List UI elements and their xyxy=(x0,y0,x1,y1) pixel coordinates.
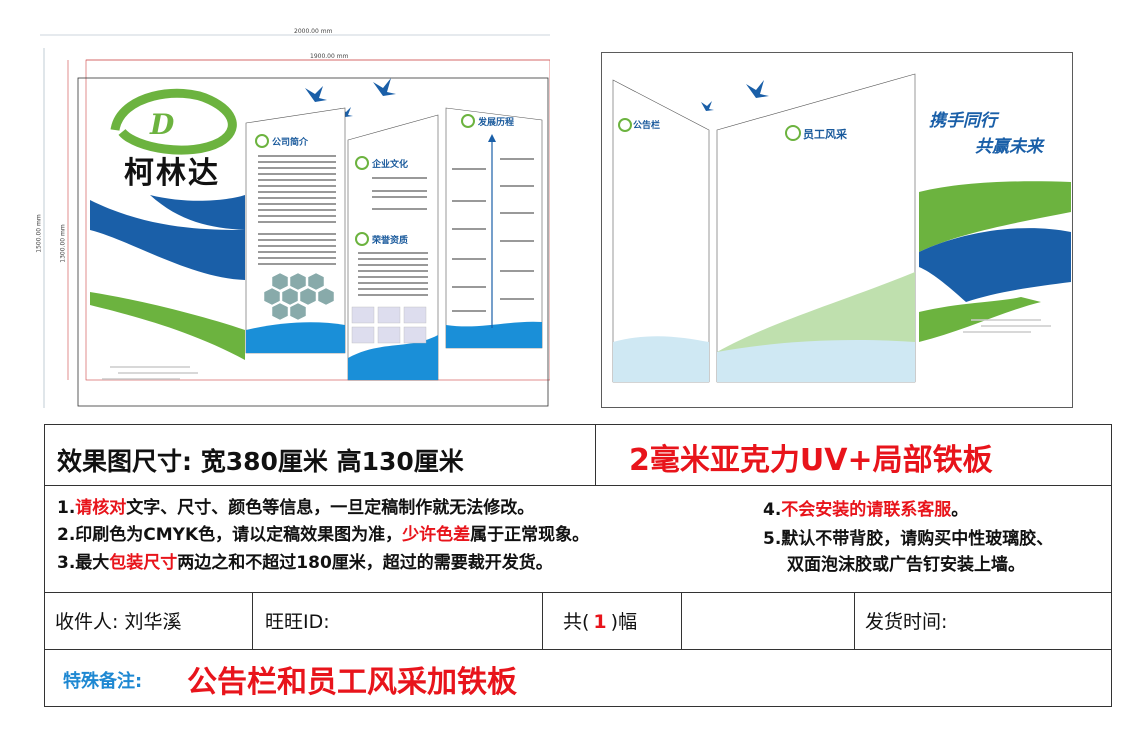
note-1-highlight: 请核对 xyxy=(75,498,127,518)
right-design-panel: 公告栏 员工风采 携手同行 共赢未来 xyxy=(601,52,1073,408)
note-2-text: 属于正常现象。 xyxy=(470,525,590,545)
note-3-prefix: 3.最大 xyxy=(57,553,110,573)
dimension-height-outer: 1500.00 mm xyxy=(35,214,43,253)
material-spec: 2毫米亚克力UV+局部铁板 xyxy=(629,443,993,478)
notice-board-title: 公告栏 xyxy=(633,121,661,131)
dimension-height-inner: 1300.00 mm xyxy=(59,224,67,263)
note-3: 3.最大包装尺寸两边之和不超过180厘米，超过的需要裁开发货。 xyxy=(57,550,553,576)
honors-title: 荣誉资质 xyxy=(372,236,409,246)
slogan-line1: 携手同行 xyxy=(929,111,997,131)
wangwang-id-field: 旺旺ID: xyxy=(265,611,330,633)
note-2-highlight: 少许色差 xyxy=(402,525,471,545)
left-design-panel: D xyxy=(36,28,551,410)
piece-count-suffix: )幅 xyxy=(610,611,638,633)
note-2-prefix: 2.印刷色为CMYK色，请以定稿效果图为准， xyxy=(57,525,403,545)
piece-count-value: 1 xyxy=(593,611,607,633)
note-5-line2: 双面泡沫胶或广告钉安装上墙。 xyxy=(787,555,1025,575)
render-size-label: 效果图尺寸: 宽380厘米 高130厘米 xyxy=(57,447,464,476)
right-panel-artwork xyxy=(601,52,1073,408)
note-1: 1.请核对文字、尺寸、颜色等信息，一旦定稿制作就无法修改。 xyxy=(57,495,534,521)
left-panel-artwork: D xyxy=(40,34,551,408)
piece-count-prefix: 共( xyxy=(563,611,590,633)
note-4-prefix: 4. xyxy=(763,500,782,520)
note-4: 4.不会安装的请联系客服。 xyxy=(763,497,968,523)
note-4-text: 。 xyxy=(951,500,969,520)
company-logo-text: 柯林达 xyxy=(124,156,220,191)
special-remark-label: 特殊备注: xyxy=(63,671,143,692)
note-3-text: 两边之和不超过180厘米，超过的需要裁开发货。 xyxy=(177,553,553,573)
order-spec-table: 效果图尺寸: 宽380厘米 高130厘米 2毫米亚克力UV+局部铁板 1.请核对… xyxy=(44,424,1112,707)
note-5-line1: 5.默认不带背胶，请购买中性玻璃胶、 xyxy=(763,529,1054,549)
note-4-highlight: 不会安装的请联系客服 xyxy=(781,500,952,520)
recipient-field: 收件人: 刘华溪 xyxy=(55,611,182,633)
staff-style-title: 员工风采 xyxy=(803,128,847,141)
company-intro-title: 公司简介 xyxy=(272,138,309,148)
note-1-text: 文字、尺寸、颜色等信息，一旦定稿制作就无法修改。 xyxy=(126,498,535,518)
corporate-culture-title: 企业文化 xyxy=(372,160,409,170)
special-remark-value: 公告栏和员工风采加铁板 xyxy=(187,665,517,700)
dimension-width-outer: 2000.00 mm xyxy=(294,28,333,35)
ship-time-field: 发货时间: xyxy=(865,611,948,633)
note-2: 2.印刷色为CMYK色，请以定稿效果图为准，少许色差属于正常现象。 xyxy=(57,522,589,548)
piece-count-field: 共(1)幅 xyxy=(563,607,637,634)
dimension-width-inner: 1900.00 mm xyxy=(310,53,349,60)
svg-text:D: D xyxy=(149,108,175,141)
slogan-line2: 共赢未来 xyxy=(975,137,1043,157)
history-title: 发展历程 xyxy=(478,118,515,128)
note-3-highlight: 包装尺寸 xyxy=(109,553,178,573)
note-1-prefix: 1. xyxy=(57,498,76,518)
